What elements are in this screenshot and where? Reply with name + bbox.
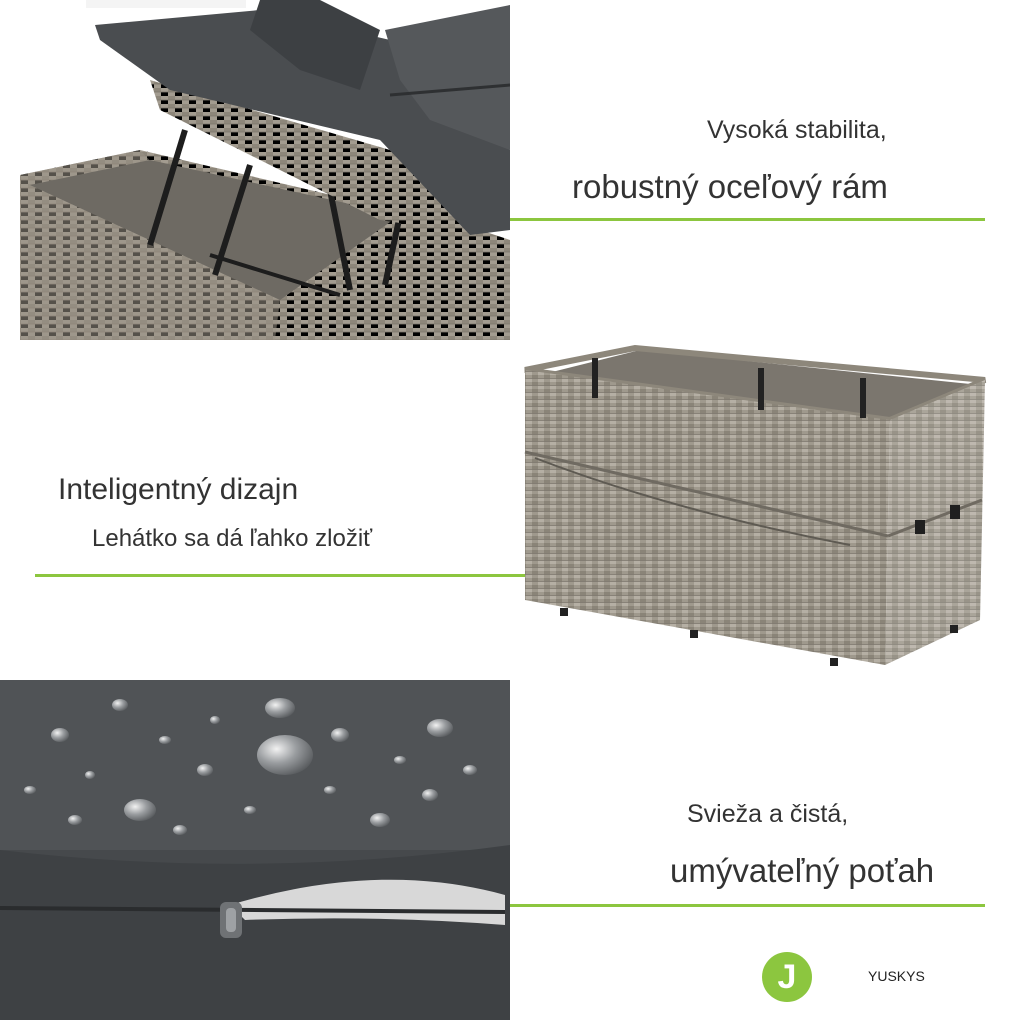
brand-name: YUSKYS: [868, 968, 925, 984]
accent-rule-2: [35, 574, 525, 577]
accent-rule-3: [510, 904, 985, 907]
design-line2: Lehátko sa dá ľahko zložiť: [92, 525, 373, 552]
cover-line2: umývateľný poťah: [670, 852, 935, 889]
folded-lounger-photo: [520, 340, 990, 680]
stability-line2: robustný oceľový rám: [572, 168, 888, 205]
cushion-cover-photo: [0, 680, 510, 1020]
design-line1: Inteligentný dizajn: [58, 473, 299, 506]
brand-logo-letter: J: [777, 958, 797, 996]
lounger-frame-photo: [0, 0, 510, 340]
cover-line1: Svieža a čistá,: [687, 800, 849, 828]
stability-line1: Vysoká stabilita,: [707, 116, 887, 144]
accent-rule-1: [510, 218, 985, 221]
brand-logo: J: [762, 952, 812, 1002]
